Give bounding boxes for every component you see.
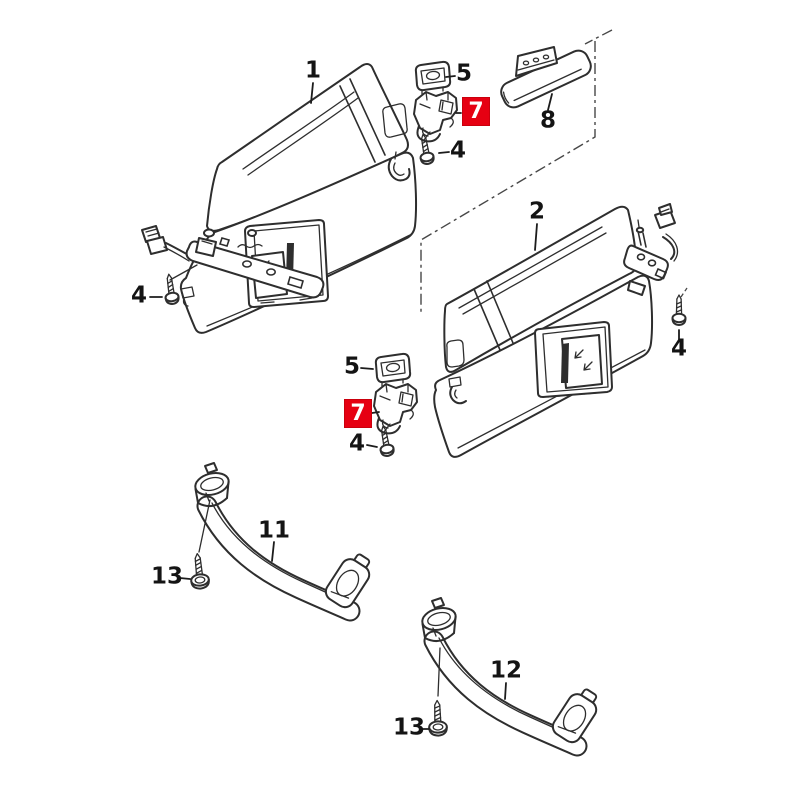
callout-4-left: 4 [130,282,148,309]
wiring-harness-left [141,225,325,299]
callout-11: 11 [257,517,291,544]
boundary-dash-lines [420,29,613,314]
callout-4-top: 4 [449,137,467,164]
callout-1: 1 [304,57,322,84]
screw-part13-right [427,699,449,737]
callout-2: 2 [528,198,546,225]
mount-plate-part8 [500,46,592,109]
screw-axis-13a [198,499,211,553]
part7-badge-top: 7 [462,97,490,126]
callout-5-bottom: 5 [343,353,361,380]
visor-clip-bracket-set-bottom [374,354,417,457]
wiring-harness-right [623,203,688,298]
screw-axis-13b [437,647,441,697]
callout-8: 8 [539,107,557,134]
callout-12: 12 [489,657,523,684]
callout-leader-lines [149,75,680,730]
screw-part4-left [161,272,181,306]
callout-4-bottom: 4 [348,430,366,457]
part7-badge-bottom: 7 [344,399,372,428]
callout-13-right: 13 [392,714,426,741]
screw-part13-left [187,551,211,591]
sun-visor-right [433,205,654,458]
callout-13-left: 13 [150,563,184,590]
screw-part4-right [671,294,687,326]
callout-4-right: 4 [670,335,688,362]
callout-5-top: 5 [455,60,473,87]
